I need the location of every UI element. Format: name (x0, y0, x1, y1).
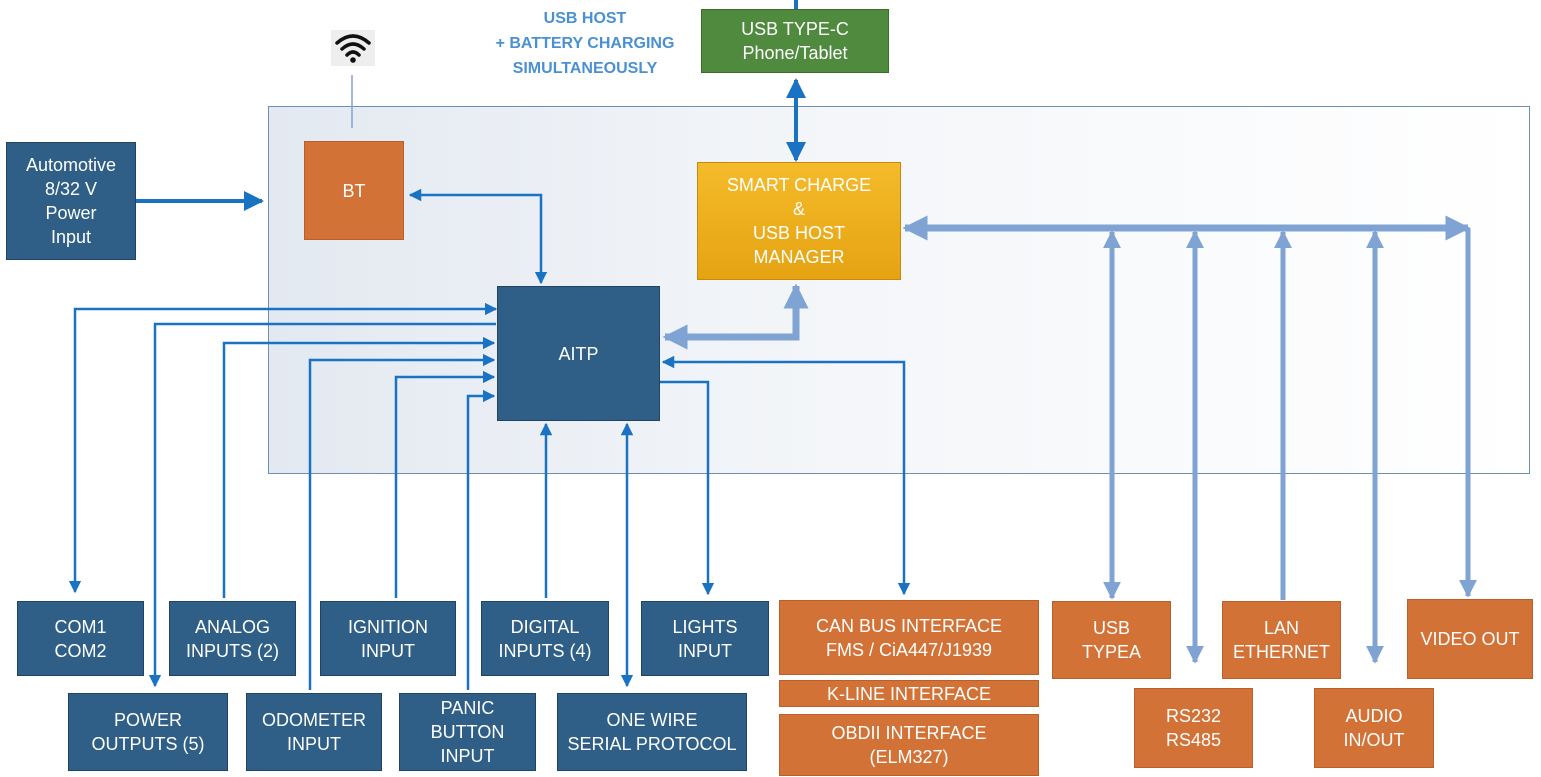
block-label: USB HOST (543, 10, 627, 27)
block-label: INPUT (440, 746, 495, 766)
one-wire-block: ONE WIRE SERIAL PROTOCOL (557, 693, 747, 771)
block-label: USB TYPE-C (741, 19, 849, 39)
block-label: INPUTS (4) (498, 640, 592, 661)
block-label: MANAGER (753, 247, 845, 267)
block-label: POWER (113, 710, 182, 730)
block-label: ODOMETER (261, 710, 366, 730)
analog-inputs-block: ANALOG INPUTS (2) (169, 601, 296, 676)
block-label: IGNITION (348, 616, 428, 637)
block-label: INPUT (287, 734, 341, 754)
video-out-port: VIDEO OUT (1407, 599, 1533, 679)
block-label: ANALOG (194, 616, 271, 637)
block-label: LIGHTS (672, 616, 738, 637)
usb-host-note: USB HOST + BATTERY CHARGING SIMULTANEOUS… (450, 6, 720, 81)
audio-port: AUDIO IN/OUT (1314, 688, 1434, 768)
block-label: COM2 (54, 640, 107, 661)
block-label: + BATTERY CHARGING (495, 35, 675, 52)
ignition-input-block: IGNITION INPUT (320, 601, 456, 676)
block-label: INPUT (678, 640, 732, 661)
lan-ethernet-port: LAN ETHERNET (1222, 601, 1341, 679)
block-label: SMART CHARGE (726, 175, 872, 195)
block-label: & (792, 199, 805, 219)
block-label: INPUT (361, 640, 415, 661)
block-label: SERIAL PROTOCOL (567, 734, 737, 754)
block-label: Automotive (25, 155, 117, 175)
block-label: LAN (1263, 618, 1299, 638)
block-label: AITP (558, 343, 599, 364)
can-bus-interface: CAN BUS INTERFACE FMS / CiA447/J1939 (779, 600, 1039, 675)
block-label: IN/OUT (1343, 730, 1405, 750)
block-label: INPUTS (2) (185, 640, 279, 661)
block-label: Phone/Tablet (742, 43, 848, 63)
block-label: VIDEO OUT (1420, 629, 1520, 649)
block-label: SIMULTANEOUSLY (512, 60, 658, 77)
digital-inputs-block: DIGITAL INPUTS (4) (481, 601, 609, 676)
block-label: TYPEA (1081, 642, 1142, 662)
k-line-interface: K-LINE INTERFACE (779, 680, 1039, 707)
lights-input-block: LIGHTS INPUT (641, 601, 769, 676)
block-label: FMS / CiA447/J1939 (825, 639, 993, 660)
block-label: K-LINE INTERFACE (826, 683, 992, 704)
power-outputs-block: POWER OUTPUTS (5) (68, 693, 228, 771)
block-label: USB (1092, 618, 1130, 638)
block-label: BUTTON (430, 722, 505, 742)
block-label: (ELM327) (869, 747, 949, 767)
panic-button-block: PANIC BUTTON INPUT (399, 693, 536, 771)
bt-module: BT (304, 141, 404, 240)
block-label: CAN BUS INTERFACE (815, 615, 1003, 636)
wifi-icon (331, 30, 375, 66)
block-label: Power (45, 203, 97, 223)
block-label: RS232 (1165, 706, 1222, 726)
usb-type-a-port: USB TYPEA (1052, 601, 1171, 679)
block-label: ONE WIRE (606, 710, 698, 730)
smart-charge-manager: SMART CHARGE & USB HOST MANAGER (697, 162, 901, 280)
block-label: Input (50, 227, 92, 247)
block-label: RS485 (1165, 730, 1222, 750)
block-label: COM1 (54, 616, 107, 637)
block-label: PANIC (440, 698, 495, 718)
obdii-interface: OBDII INTERFACE (ELM327) (779, 714, 1039, 776)
block-label: BT (342, 180, 366, 201)
usb-type-c-block: USB TYPE-C Phone/Tablet (701, 9, 889, 73)
block-label: DIGITAL (510, 616, 580, 637)
block-label: OUTPUTS (5) (91, 734, 205, 754)
aitp-processor: AITP (497, 286, 660, 421)
block-label: USB HOST (752, 223, 845, 243)
block-label: 8/32 V (44, 179, 98, 199)
odometer-input-block: ODOMETER INPUT (246, 693, 382, 771)
block-label: AUDIO (1345, 706, 1403, 726)
block-label: ETHERNET (1232, 642, 1330, 662)
block-label: OBDII INTERFACE (831, 723, 987, 743)
